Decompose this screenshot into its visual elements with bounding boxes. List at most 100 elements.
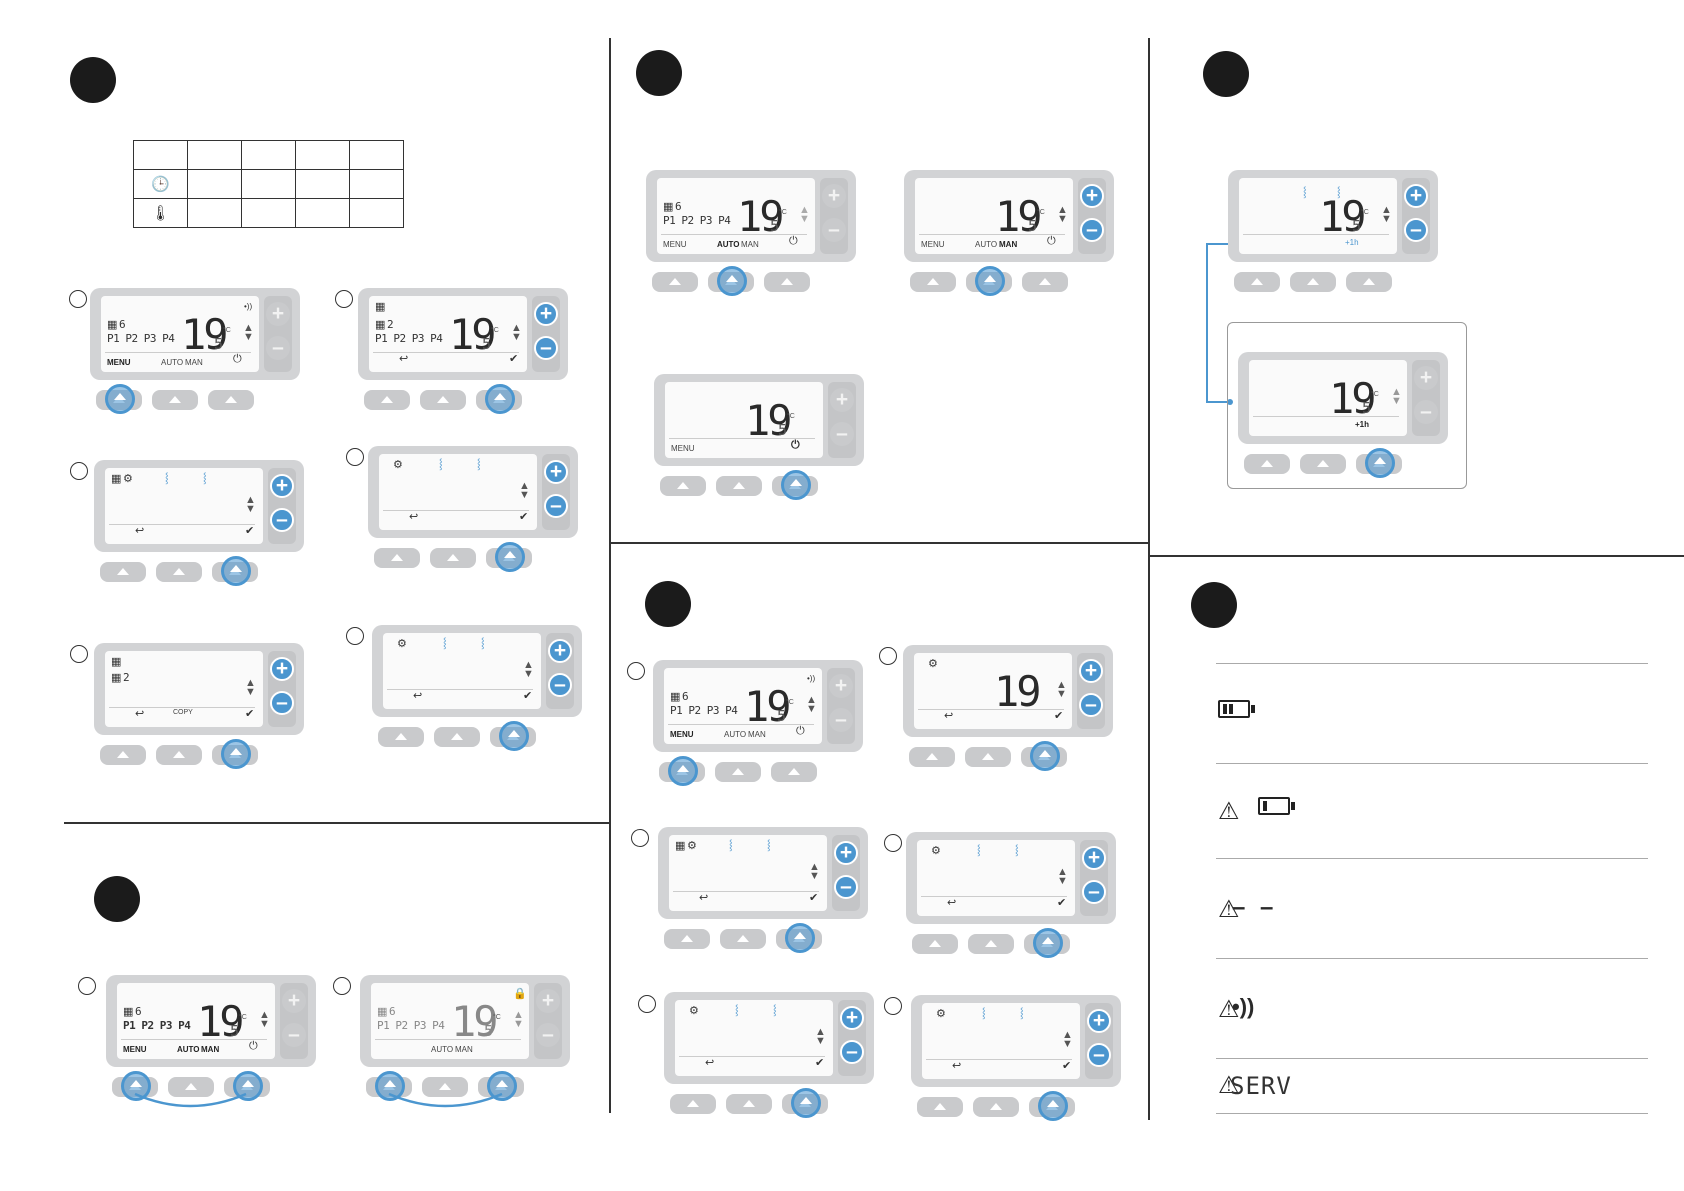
- minus-button[interactable]: –: [534, 336, 558, 360]
- plus-button[interactable]: +: [1079, 659, 1103, 683]
- minus-button[interactable]: –: [536, 1023, 560, 1047]
- menu-button[interactable]: [917, 1097, 963, 1117]
- plus-button[interactable]: +: [270, 657, 294, 681]
- plus-button[interactable]: +: [266, 302, 290, 326]
- ok-button[interactable]: [1346, 272, 1392, 292]
- middle-button[interactable]: [420, 390, 466, 410]
- middle-button[interactable]: [152, 390, 198, 410]
- menu-button[interactable]: [670, 1094, 716, 1114]
- menu-button[interactable]: [374, 548, 420, 568]
- menu-button[interactable]: [364, 390, 410, 410]
- plus-button[interactable]: +: [1080, 184, 1104, 208]
- middle-button[interactable]: [1300, 454, 1346, 474]
- menu-button[interactable]: [1244, 454, 1290, 474]
- ok-button[interactable]: [1022, 272, 1068, 292]
- middle-button[interactable]: [156, 745, 202, 765]
- plus-button[interactable]: +: [548, 639, 572, 663]
- ok-button[interactable]: [764, 272, 810, 292]
- menu-button[interactable]: [912, 934, 958, 954]
- minus-button[interactable]: –: [266, 336, 290, 360]
- middle-button[interactable]: [716, 476, 762, 496]
- plus-button[interactable]: +: [830, 388, 854, 412]
- press-indicator: [1030, 741, 1060, 771]
- check-icon: ✔: [1062, 1060, 1072, 1072]
- minus-button[interactable]: –: [1080, 218, 1104, 242]
- minus-button[interactable]: –: [830, 422, 854, 446]
- sensor-error-code: – –: [1232, 894, 1278, 921]
- menu-button[interactable]: [378, 727, 424, 747]
- substep-marker: [884, 997, 902, 1015]
- middle-button[interactable]: [973, 1097, 1019, 1117]
- middle-button[interactable]: [168, 1077, 214, 1097]
- middle-button[interactable]: [1290, 272, 1336, 292]
- middle-button[interactable]: [715, 762, 761, 782]
- ok-button[interactable]: [208, 390, 254, 410]
- middle-button[interactable]: [726, 1094, 772, 1114]
- plus-button[interactable]: +: [536, 989, 560, 1013]
- time-segment: ⸾: [477, 459, 481, 470]
- plus-button[interactable]: +: [544, 460, 568, 484]
- plus-button[interactable]: +: [1414, 366, 1438, 390]
- minus-button[interactable]: –: [1087, 1043, 1111, 1067]
- temperature-decimal: 5: [484, 1022, 494, 1040]
- minus-button[interactable]: –: [822, 218, 846, 242]
- plus-button[interactable]: +: [534, 302, 558, 326]
- lcd-screen: 19 5 °C MENU ⏻: [665, 382, 823, 458]
- up-down-arrows-icon: ▲▼: [245, 677, 256, 698]
- plus-button[interactable]: +: [1082, 846, 1106, 870]
- auto-label: AUTO: [724, 730, 747, 739]
- plus-button[interactable]: +: [822, 184, 846, 208]
- minus-button[interactable]: –: [548, 673, 572, 697]
- sun-icon: ⚙: [687, 840, 697, 852]
- minus-button[interactable]: –: [840, 1040, 864, 1064]
- minus-button[interactable]: –: [544, 494, 568, 518]
- time-segment: ⸾: [767, 840, 771, 851]
- minus-button[interactable]: –: [1082, 880, 1106, 904]
- middle-button[interactable]: [434, 727, 480, 747]
- status-separator: [1216, 858, 1648, 859]
- ok-button[interactable]: [771, 762, 817, 782]
- menu-button[interactable]: [910, 272, 956, 292]
- substep-marker: [333, 977, 351, 995]
- menu-button[interactable]: [660, 476, 706, 496]
- middle-button[interactable]: [965, 747, 1011, 767]
- minus-button[interactable]: –: [834, 875, 858, 899]
- menu-button[interactable]: [100, 562, 146, 582]
- press-indicator: [785, 923, 815, 953]
- minus-button[interactable]: –: [1079, 693, 1103, 717]
- plus-button[interactable]: +: [829, 674, 853, 698]
- plus-button[interactable]: +: [270, 474, 294, 498]
- minus-button[interactable]: –: [270, 691, 294, 715]
- minus-button[interactable]: –: [270, 508, 294, 532]
- menu-button[interactable]: [100, 745, 146, 765]
- middle-button[interactable]: [968, 934, 1014, 954]
- minus-button[interactable]: –: [1414, 400, 1438, 424]
- minus-button[interactable]: –: [1404, 218, 1428, 242]
- program-list: P1 P2 P3 P4: [107, 332, 175, 345]
- power-icon: ⏻: [249, 1040, 258, 1052]
- plus-button[interactable]: +: [282, 989, 306, 1013]
- menu-button[interactable]: [664, 929, 710, 949]
- middle-button[interactable]: [430, 548, 476, 568]
- substep-marker: [70, 645, 88, 663]
- plus-button[interactable]: +: [834, 841, 858, 865]
- man-label: MAN: [741, 240, 759, 249]
- middle-button[interactable]: [720, 929, 766, 949]
- minus-button[interactable]: –: [282, 1023, 306, 1047]
- auto-label: AUTO: [717, 240, 740, 249]
- plus-button[interactable]: +: [840, 1006, 864, 1030]
- menu-button[interactable]: [1234, 272, 1280, 292]
- plus-button[interactable]: +: [1404, 184, 1428, 208]
- sun-icon: ⚙: [689, 1005, 699, 1017]
- menu-button[interactable]: [652, 272, 698, 292]
- menu-button[interactable]: [909, 747, 955, 767]
- back-icon: ↩: [135, 708, 145, 720]
- signal-lost-code: •)): [1232, 994, 1255, 1019]
- plus-button[interactable]: +: [1087, 1009, 1111, 1033]
- minus-button[interactable]: –: [829, 708, 853, 732]
- substep-marker: [78, 977, 96, 995]
- middle-button[interactable]: [422, 1077, 468, 1097]
- middle-button[interactable]: [156, 562, 202, 582]
- temperature-decimal: 5: [214, 335, 224, 353]
